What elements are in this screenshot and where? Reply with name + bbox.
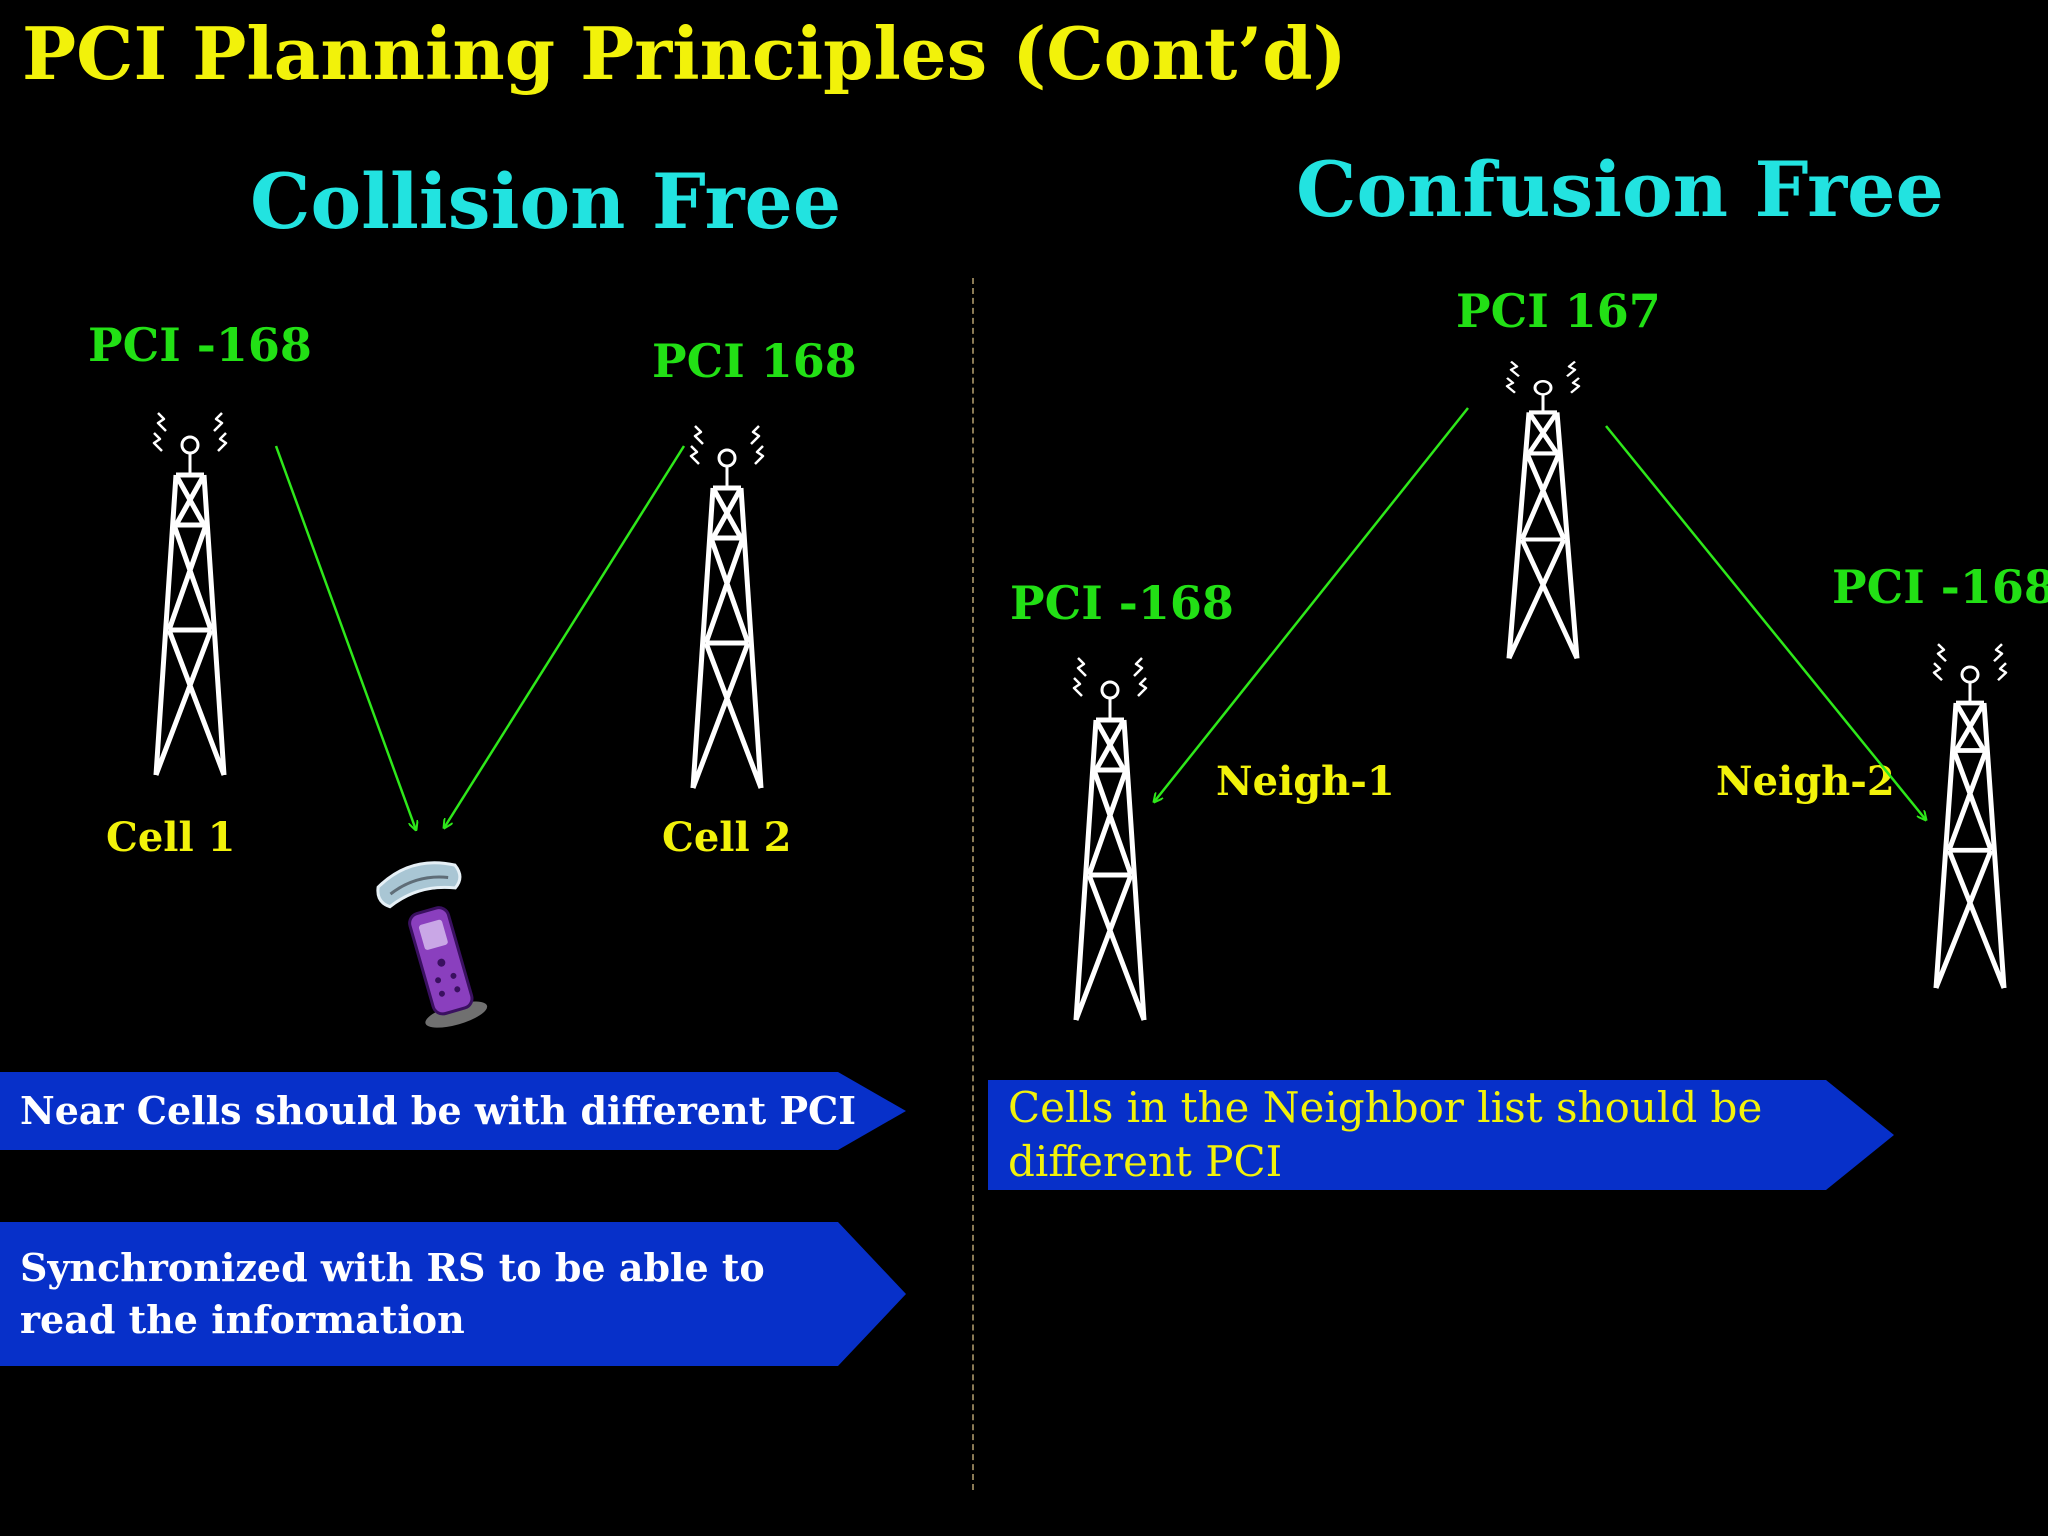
pci-label-top: PCI 167 (1456, 284, 1661, 338)
page-title: PCI Planning Principles (Cont’d) (22, 11, 1347, 96)
banner-neighbor-list: Cells in the Neighbor list should be dif… (988, 1080, 1894, 1190)
neigh2-label: Neigh-2 (1716, 758, 1895, 805)
pci-label-neigh2: PCI -168 (1832, 560, 2048, 614)
cell-tower-icon (1507, 362, 1579, 659)
cell-tower-icon (691, 426, 763, 788)
signal-arrow (1154, 407, 1469, 802)
section-divider (972, 278, 974, 1490)
banner-synchronized-text: Synchronized with RS to be able to read … (20, 1245, 765, 1342)
signal-arrow (1605, 425, 1926, 820)
cell-tower-icon (1934, 644, 2006, 988)
banner-near-cells-text: Near Cells should be with different PCI (20, 1088, 857, 1133)
cell-tower-icon (1074, 658, 1146, 1020)
pci-label-neigh1: PCI -168 (1010, 576, 1234, 630)
banner-near-cells: Near Cells should be with different PCI (0, 1072, 906, 1150)
pci-label-cell2: PCI 168 (652, 334, 857, 388)
signal-arrow (274, 445, 416, 830)
cell1-label: Cell 1 (106, 814, 236, 861)
collision-free-heading: Collision Free (250, 157, 842, 246)
signal-arrow (444, 445, 686, 828)
cell2-label: Cell 2 (662, 814, 792, 861)
mobile-phone-icon (376, 861, 488, 1028)
banner-synchronized: Synchronized with RS to be able to read … (0, 1222, 906, 1366)
cell-tower-icon (154, 413, 226, 775)
pci-label-cell1: PCI -168 (88, 318, 312, 372)
neigh1-label: Neigh-1 (1216, 758, 1395, 805)
banner-neighbor-list-text: Cells in the Neighbor list should be dif… (1008, 1083, 1763, 1186)
confusion-free-heading: Confusion Free (1296, 145, 1944, 234)
